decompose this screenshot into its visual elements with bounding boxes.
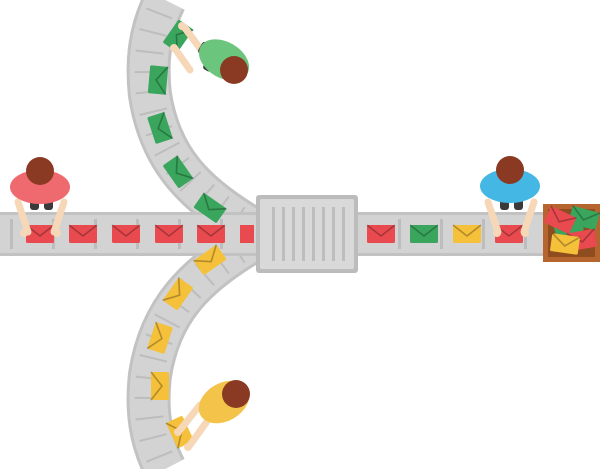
- green-worker: [170, 22, 250, 84]
- envelope-icon: [147, 64, 169, 96]
- envelope-icon: [366, 224, 396, 244]
- envelope-icon: [196, 224, 226, 244]
- envelope-icon: [154, 224, 184, 244]
- envelope-icon: [240, 225, 254, 243]
- mail-box-icon: [542, 204, 600, 262]
- yellow-worker: [174, 380, 250, 451]
- envelope-icon: [111, 224, 141, 244]
- envelope-icon: [452, 224, 482, 244]
- envelope-icon: [409, 224, 439, 244]
- envelope-icon: [150, 371, 170, 401]
- envelope-icon: [68, 224, 98, 244]
- blue-worker: [480, 156, 540, 237]
- sorting-hub-icon: [256, 195, 358, 273]
- red-worker: [10, 157, 70, 237]
